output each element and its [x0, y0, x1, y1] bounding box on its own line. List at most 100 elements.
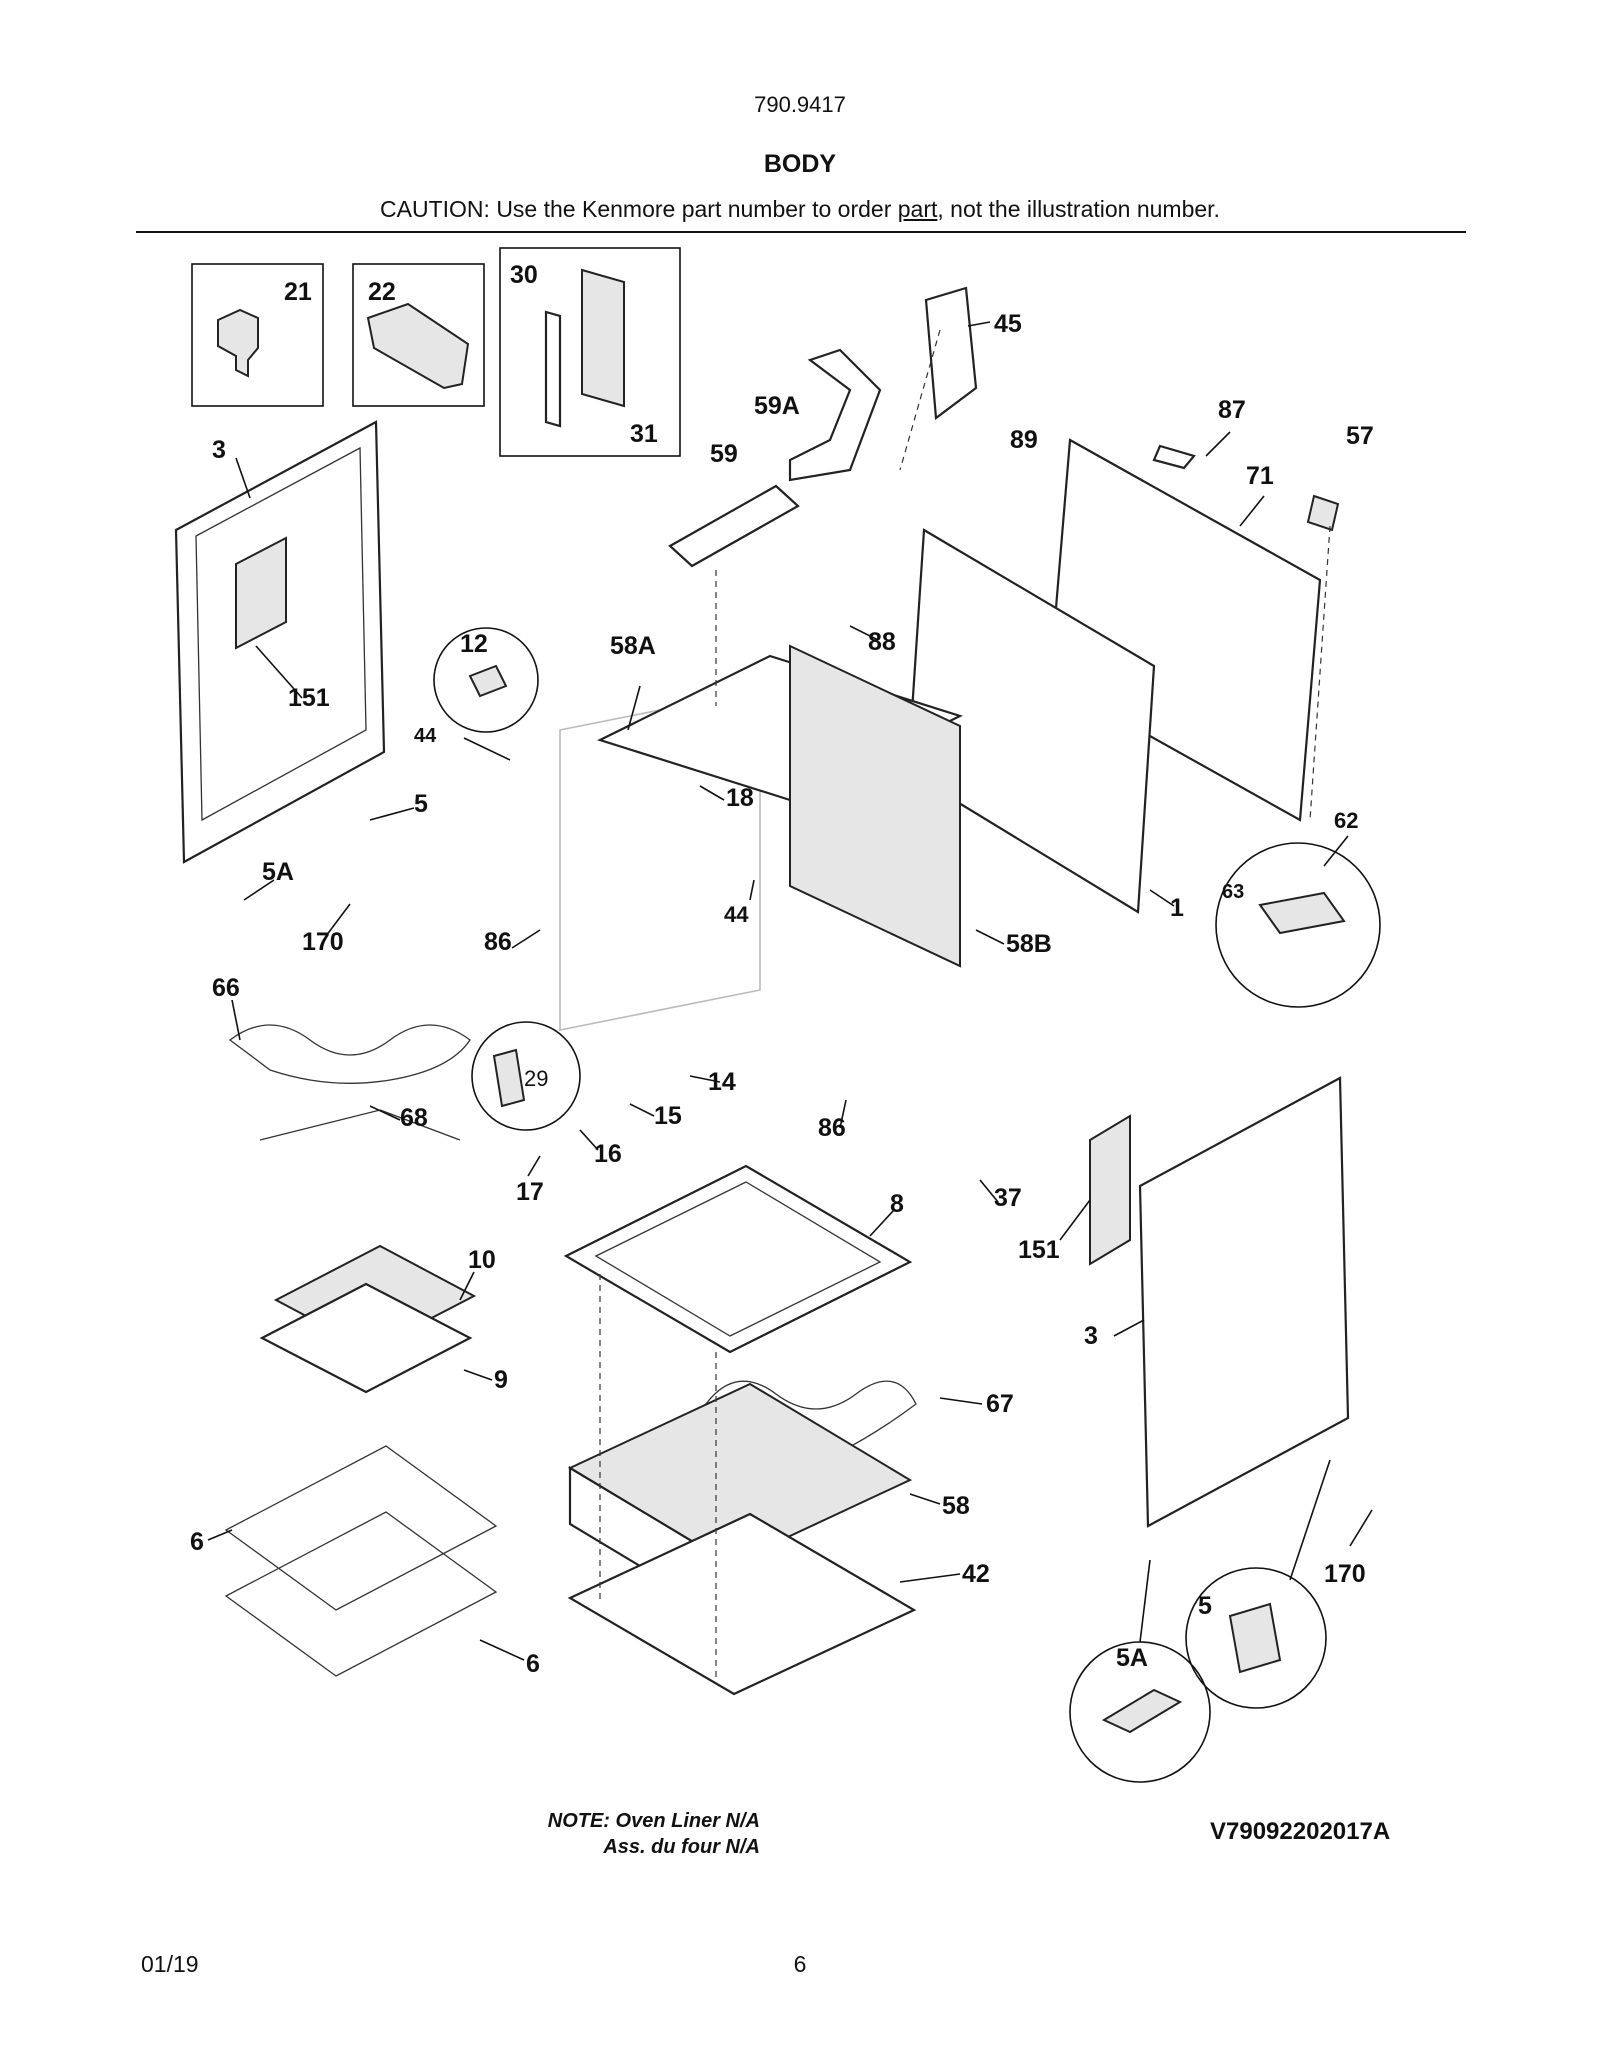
callout-15: 15 — [654, 1102, 682, 1130]
part-31-drawing — [544, 310, 562, 428]
part-29-drawing — [492, 1048, 526, 1108]
callout-9: 9 — [494, 1366, 508, 1394]
leader-6-lower — [479, 1639, 525, 1661]
leader-58A — [627, 685, 641, 731]
part-30-drawing — [581, 268, 625, 408]
part-9-drawing — [259, 1282, 473, 1394]
part-1-drawing — [906, 528, 1156, 914]
part-58B-drawing — [789, 644, 961, 968]
part-8-inner — [594, 1181, 882, 1337]
leader-88 — [849, 625, 879, 641]
callout-42: 42 — [962, 1560, 990, 1588]
leader-6-upper — [207, 1529, 233, 1541]
callout-66: 66 — [212, 974, 240, 1002]
leader-66 — [231, 999, 241, 1041]
caution-part-link[interactable]: part — [897, 196, 938, 222]
callout-10: 10 — [468, 1246, 496, 1274]
leader-14 — [689, 1075, 721, 1083]
leader-1 — [1149, 889, 1175, 907]
callout-44-left: 44 — [414, 725, 437, 747]
callout-44-mid: 44 — [724, 902, 749, 927]
leader-5A-left — [243, 879, 275, 901]
part-6-lower-drawing — [224, 1511, 498, 1677]
part-3-right-drawing — [1138, 1076, 1350, 1528]
leader-71 — [1239, 495, 1265, 527]
callout-1: 1 — [1170, 894, 1184, 922]
callout-5A-left: 5A — [262, 858, 294, 886]
callout-21: 21 — [284, 278, 312, 306]
caution-text: CAUTION: Use the Kenmore part number to … — [0, 196, 1600, 223]
leader-10 — [459, 1271, 475, 1301]
leader-37 — [979, 1179, 999, 1203]
leader-5-right — [1289, 1459, 1331, 1581]
callout-5A-right: 5A — [1116, 1644, 1148, 1672]
part-45-drawing — [924, 286, 978, 421]
part-59-drawing — [668, 484, 800, 568]
part-8-drawing — [563, 1164, 913, 1354]
callout-16: 16 — [594, 1140, 622, 1168]
callout-12: 12 — [460, 630, 488, 658]
callout-86-left: 86 — [484, 928, 512, 956]
leader-5A-right — [1139, 1559, 1151, 1643]
part-12-drawing — [468, 664, 508, 698]
callout-151-right: 151 — [1018, 1236, 1060, 1264]
callout-29: 29 — [524, 1066, 548, 1091]
leader-87 — [1205, 431, 1231, 457]
part-3-left-drawing — [174, 420, 386, 864]
leader-18 — [699, 785, 725, 801]
note-line-2: Ass. du four N/A — [603, 1836, 760, 1858]
leader-170-right — [1349, 1509, 1373, 1547]
callout-57: 57 — [1346, 422, 1374, 450]
callout-58A: 58A — [610, 632, 656, 660]
callout-87: 87 — [1218, 396, 1246, 424]
leader-3-right — [1113, 1319, 1145, 1337]
part-21-drawing — [217, 308, 259, 378]
inset-circle-5 — [1185, 1567, 1327, 1709]
callout-63: 63 — [1222, 881, 1244, 903]
leader-170-left — [325, 903, 351, 937]
leader-151-left — [255, 645, 303, 699]
callout-59A: 59A — [754, 392, 800, 420]
leader-151-right — [1059, 1199, 1091, 1241]
callout-6-upper: 6 — [190, 1528, 204, 1556]
caution-prefix: CAUTION: Use the Kenmore part number to … — [380, 196, 898, 222]
leader-45 — [967, 321, 991, 327]
caution-suffix: , not the illustration number. — [937, 196, 1220, 222]
leader-58 — [909, 1493, 941, 1505]
part-3-left-inner — [195, 446, 367, 822]
callout-86-right: 86 — [818, 1114, 846, 1142]
part-5A-drawing — [1101, 1688, 1183, 1734]
leader-9 — [463, 1369, 493, 1381]
callout-68: 68 — [400, 1104, 428, 1132]
leader-8 — [869, 1209, 895, 1237]
page-title: BODY — [763, 150, 837, 178]
page-number: 6 — [793, 1951, 807, 1977]
callout-14: 14 — [708, 1068, 736, 1096]
callout-3-left: 3 — [212, 436, 226, 464]
part-151-right-drawing — [1089, 1114, 1131, 1266]
part-42-drawing — [567, 1512, 917, 1696]
callout-59: 59 — [710, 440, 738, 468]
inset-box-21 — [191, 263, 324, 407]
callout-31: 31 — [630, 420, 658, 448]
callout-17: 17 — [516, 1178, 544, 1206]
callout-6-lower: 6 — [526, 1650, 540, 1678]
leader-86-left — [511, 929, 541, 949]
header-rule — [136, 231, 1466, 233]
leader-44-left — [463, 737, 511, 761]
leader-17 — [527, 1155, 541, 1177]
callout-5-left: 5 — [414, 790, 428, 818]
part-87-drawing — [1152, 444, 1196, 470]
callout-30: 30 — [510, 261, 538, 289]
callout-71: 71 — [1246, 462, 1274, 490]
callout-45: 45 — [994, 310, 1022, 338]
inset-circle-29 — [471, 1021, 581, 1131]
align-line-45 — [899, 329, 941, 471]
inset-box-22 — [352, 263, 485, 407]
callout-3-right: 3 — [1084, 1322, 1098, 1350]
callout-89: 89 — [1010, 426, 1038, 454]
callout-88: 88 — [868, 628, 896, 656]
callout-58B: 58B — [1006, 930, 1052, 958]
leader-5-left — [369, 807, 415, 821]
